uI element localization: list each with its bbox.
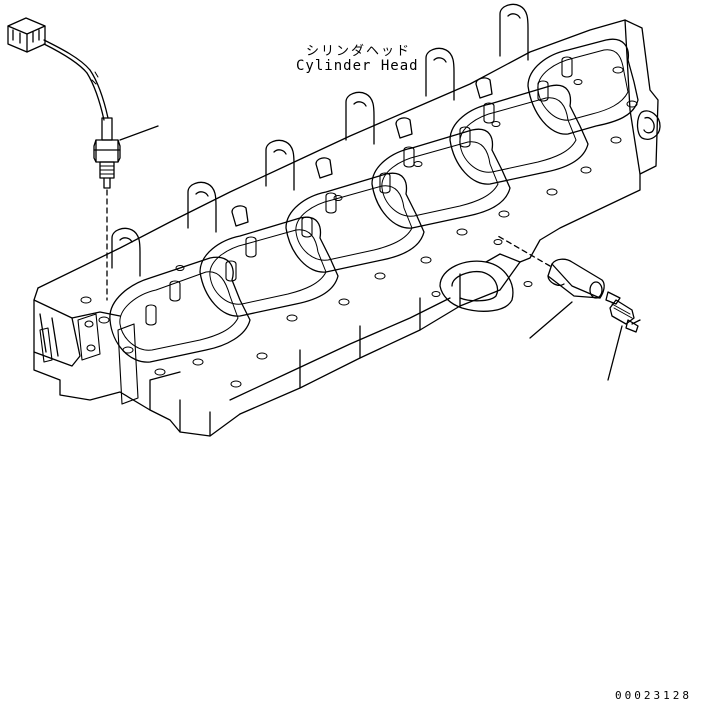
sleeve-adapter-icon — [498, 236, 604, 338]
part-name-japanese: シリンダヘッド — [306, 44, 412, 59]
part-name-english: Cylinder Head — [296, 58, 419, 74]
rocker-towers — [112, 4, 528, 276]
wire-connector-icon — [8, 18, 108, 120]
cylinder-head-body — [34, 20, 660, 436]
bolt-holes — [81, 67, 637, 387]
drawing-code: 00023128 — [615, 689, 692, 702]
pressure-sensor-icon — [606, 292, 640, 380]
temperature-sensor-icon — [94, 118, 158, 300]
end-bracket — [40, 314, 138, 404]
injector-studs — [146, 57, 572, 325]
